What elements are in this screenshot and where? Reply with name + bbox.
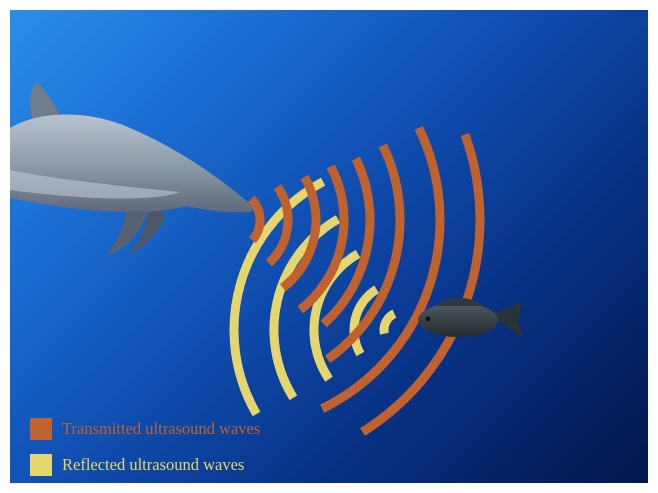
reflected-swatch bbox=[30, 454, 52, 476]
ocean-scene: Transmitted ultrasound waves Reflected u… bbox=[10, 10, 648, 483]
reflected-wave-arc-1 bbox=[384, 314, 394, 334]
transmitted-label: Transmitted ultrasound waves bbox=[62, 419, 260, 439]
reflected-label: Reflected ultrasound waves bbox=[62, 455, 244, 475]
legend-transmitted: Transmitted ultrasound waves bbox=[30, 418, 260, 440]
legend-reflected: Reflected ultrasound waves bbox=[30, 454, 244, 476]
transmitted-wave-arc-8 bbox=[363, 135, 480, 433]
echolocation-diagram bbox=[10, 10, 648, 483]
transmitted-wave-arc-1 bbox=[251, 199, 260, 240]
transmitted-swatch bbox=[30, 418, 52, 440]
fish-dorsal-fin bbox=[435, 298, 484, 306]
fish-eye bbox=[426, 317, 431, 322]
fish bbox=[418, 298, 524, 338]
dolphin bbox=[10, 82, 254, 256]
